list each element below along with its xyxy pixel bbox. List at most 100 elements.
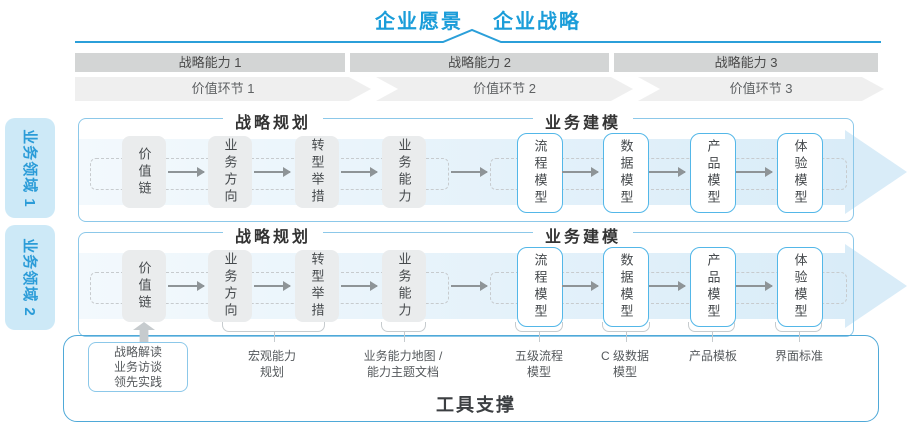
domain-chip-1-label: 业务领域 1 [20, 128, 38, 208]
domain-2-panel [78, 232, 854, 337]
step-box-label: 产品模型 [705, 253, 721, 321]
flow-arrowhead-row-2 [845, 244, 907, 328]
flow-arrow [736, 281, 773, 290]
practice-input-box: 战略解读 业务访谈 领先实践 [88, 342, 188, 392]
enterprise-vision-label: 企业愿景 [375, 11, 463, 33]
section-title-business-modeling: 业务建模 [532, 223, 634, 247]
step-box-business-direction: 业务方向 [208, 136, 252, 208]
step-box-label: 转型举措 [309, 138, 325, 206]
note-line: 模型 [526, 364, 551, 379]
flow-arrow [562, 281, 599, 290]
capability-bar-2-label: 战略能力 2 [448, 55, 511, 70]
value-chain-bar-1: 价值环节 1 [75, 77, 371, 101]
dashed-guide-row1-modeling [490, 158, 847, 190]
step-box-transformation-initiatives: 转型举措 [295, 136, 339, 208]
flow-arrowhead-row-1 [845, 130, 907, 214]
step-box-experience-model: 体验模型 [777, 133, 823, 213]
step-box-value-chain: 价值链 [122, 136, 166, 208]
step-box-process-model: 流程模型 [517, 247, 563, 327]
note-line: 界面标准 [774, 349, 823, 363]
domain-1-panel [78, 118, 854, 222]
practice-line: 领先实践 [113, 374, 162, 389]
practice-line: 业务访谈 [113, 359, 162, 374]
flow-arrow [254, 281, 291, 290]
step-box-label: 体验模型 [792, 253, 808, 321]
step-box-product-model: 产品模型 [690, 133, 736, 213]
domain-chip-1: 业务领域 1 [5, 118, 55, 218]
note-line: 模型 [612, 364, 637, 379]
step-box-label: 价值链 [136, 260, 152, 312]
domain-chip-2: 业务领域 2 [5, 225, 55, 330]
note-capability-map-doc: 业务能力地图 / 能力主题文档 [338, 349, 468, 380]
tool-support-box [63, 335, 879, 422]
domain-chip-2-label: 业务领域 2 [20, 238, 38, 317]
step-box-label: 数据模型 [618, 253, 634, 321]
value-chain-bar-3-label: 价值环节 3 [729, 81, 793, 96]
note-line: 宏观能力 [247, 349, 296, 363]
capability-bar-1: 战略能力 1 [75, 53, 345, 72]
practice-line: 战略解读 [113, 344, 162, 359]
flow-arrow [341, 167, 378, 176]
flow-arrow [341, 281, 378, 290]
dashed-guide-row1-planning [90, 158, 449, 190]
value-chain-bar-2: 价值环节 2 [376, 77, 633, 101]
bracket-connector [515, 322, 563, 342]
step-box-label: 体验模型 [792, 139, 808, 207]
bracket-connector [775, 322, 822, 342]
note-line: 五级流程 [514, 349, 563, 363]
flow-arrow [254, 167, 291, 176]
tool-support-label: 工具支撑 [436, 395, 516, 415]
value-chain-bar-2-label: 价值环节 2 [473, 81, 536, 96]
flow-arrow [451, 281, 488, 290]
step-box-label: 流程模型 [532, 139, 548, 207]
step-box-data-model: 数据模型 [603, 133, 649, 213]
flow-arrow [562, 167, 599, 176]
enterprise-strategy-label: 企业战略 [493, 11, 581, 33]
note-ui-standard: 界面标准 [734, 349, 864, 365]
section-title-strategic-planning: 战略规划 [222, 109, 324, 133]
flow-arrow [736, 167, 773, 176]
section-title-strategic-planning: 战略规划 [222, 223, 324, 247]
step-box-product-model: 产品模型 [690, 247, 736, 327]
step-box-transformation-initiatives: 转型举措 [295, 250, 339, 322]
note-clevel-data-model: C 级数据 模型 [560, 349, 690, 380]
step-box-business-direction: 业务方向 [208, 250, 252, 322]
note-macro-capability-planning: 宏观能力 规划 [207, 349, 337, 380]
section-title-business-modeling: 业务建模 [532, 109, 634, 133]
bracket-connector [688, 322, 735, 342]
dashed-guide-row2-modeling [490, 272, 847, 304]
note-line: 规划 [259, 364, 284, 379]
vision-underline-pointer [75, 28, 881, 43]
value-chain-bar-3: 价值环节 3 [638, 77, 884, 101]
bracket-connector [381, 322, 426, 342]
capability-bar-1-label: 战略能力 1 [178, 55, 242, 70]
step-box-label: 业务方向 [222, 138, 238, 206]
flow-arrow [649, 167, 686, 176]
vision-strategy-header: 企业愿景 企业战略 [75, 5, 881, 34]
capability-bar-3-label: 战略能力 3 [714, 55, 778, 70]
note-product-template: 产品模板 [648, 349, 778, 365]
flow-arrow [649, 281, 686, 290]
step-box-label: 转型举措 [309, 252, 325, 320]
step-box-label: 价值链 [136, 146, 152, 198]
step-box-label: 业务方向 [222, 252, 238, 320]
step-box-experience-model: 体验模型 [777, 247, 823, 327]
step-box-data-model: 数据模型 [603, 247, 649, 327]
step-box-label: 数据模型 [618, 139, 634, 207]
note-line: C 级数据 [600, 349, 649, 363]
step-box-label: 流程模型 [532, 253, 548, 321]
step-box-business-capability: 业务能力 [382, 136, 426, 208]
step-box-label: 产品模型 [705, 139, 721, 207]
bracket-connector [602, 322, 650, 342]
capability-bar-3: 战略能力 3 [614, 53, 878, 72]
note-line: 能力主题文档 [366, 364, 439, 379]
value-chain-bar-1-label: 价值环节 1 [191, 81, 255, 96]
capability-bar-2: 战略能力 2 [350, 53, 609, 72]
flow-arrow [168, 281, 205, 290]
step-box-label: 业务能力 [396, 138, 412, 206]
step-box-label: 业务能力 [396, 252, 412, 320]
flow-arrow [168, 167, 205, 176]
note-line: 业务能力地图 / [363, 349, 443, 363]
step-box-business-capability: 业务能力 [382, 250, 426, 322]
